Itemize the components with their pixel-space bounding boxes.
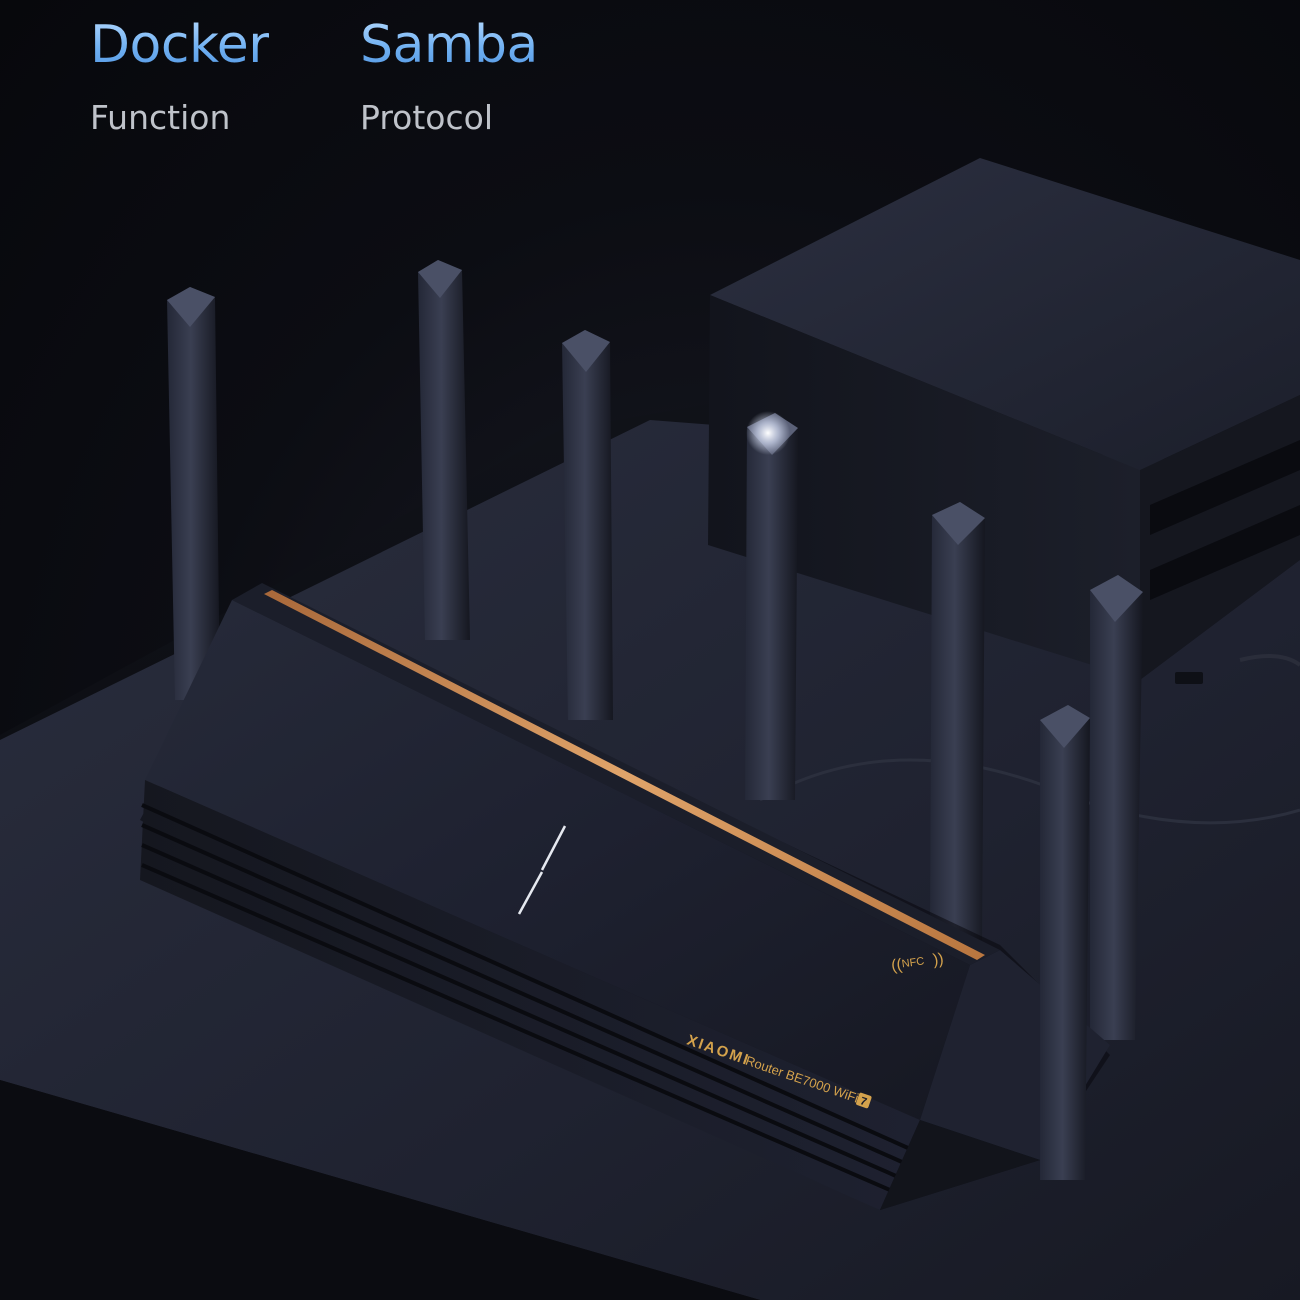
status-indicator-line	[517, 871, 544, 915]
router-body: (( )) NFC XIAOMI Router BE7000 WiFi 7	[140, 583, 1110, 1210]
antenna	[1090, 575, 1143, 1040]
nas-storage-device	[708, 158, 1300, 684]
svg-text:)): ))	[932, 951, 945, 969]
status-indicator-line	[540, 825, 567, 871]
antenna	[167, 287, 220, 700]
antenna	[418, 260, 470, 640]
feature-subtitle: Function	[90, 98, 231, 137]
nfc-icon: (( )) NFC	[890, 951, 945, 975]
nfc-label: NFC	[901, 955, 925, 970]
feature-title: Samba	[360, 15, 538, 75]
vent-grille	[141, 803, 909, 1192]
antenna	[1040, 705, 1090, 1180]
wifi-generation: 7	[858, 1095, 868, 1108]
wifi7-badge	[856, 1092, 872, 1109]
svg-text:((: ((	[890, 956, 904, 974]
feature-subtitle: Protocol	[360, 98, 493, 137]
feature-docker: Docker Function	[90, 14, 270, 138]
feature-samba: Samba Protocol	[360, 14, 538, 138]
antenna	[745, 411, 798, 800]
copper-accent-strip	[264, 590, 985, 960]
usb-port-icon	[1175, 672, 1203, 684]
antenna-led-light	[746, 411, 790, 455]
antenna	[562, 330, 613, 720]
feature-title: Docker	[90, 15, 270, 75]
antenna	[930, 502, 985, 940]
